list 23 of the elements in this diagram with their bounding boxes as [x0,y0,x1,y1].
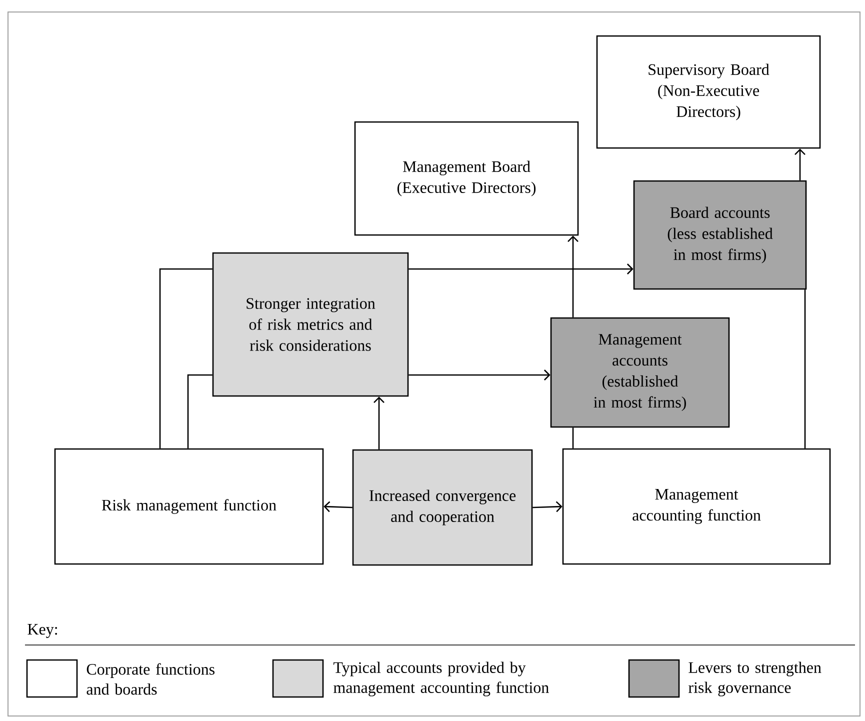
process-box: Increased convergence and cooperation [352,449,533,566]
key-heading: Key: [28,624,57,638]
function-box: Management Board (Executive Directors) [354,121,579,236]
arrow [408,370,550,380]
legend-text: Corporate functions and boards [86,663,214,695]
accounts-box: Management accounts (established in most firms) [550,317,730,428]
arrow [794,148,806,180]
arrow [374,396,384,450]
arrow [324,501,352,512]
connector-line [159,268,212,448]
function-box: Risk management function [54,448,324,565]
legend-text: Levers to strengthen risk governance [688,662,822,696]
connector-line [187,374,212,448]
process-box: Stronger integration of risk metrics and risk considerations [212,252,409,397]
connector-line [804,290,806,448]
accounts-box: Board accounts (less established in most firms) [633,180,807,290]
arrow [568,236,578,318]
arrow [532,501,562,512]
function-box: Management accounting function [562,448,831,565]
connector-line [572,428,574,448]
function-box: Supervisory Board (Non-Executive Directors) [596,35,821,149]
legend-text: Typical accounts provided by management accounting function [333,662,549,696]
arrow [408,264,634,274]
